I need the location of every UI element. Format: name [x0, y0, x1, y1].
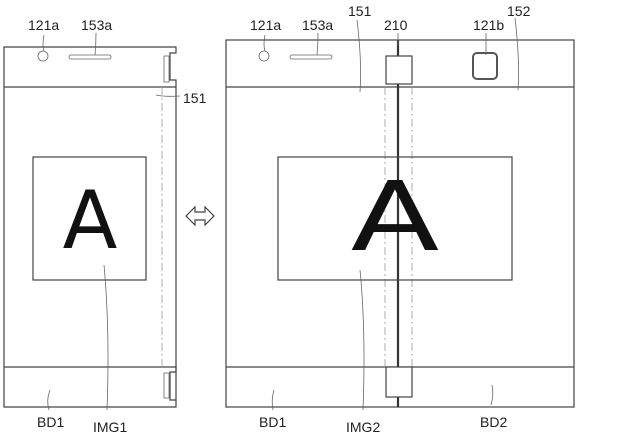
speaker-slot: [289, 54, 333, 60]
double-arrow-icon: [185, 205, 215, 227]
right-device: A 121a 153a 151 210 121b 152 BD1 IMG2 BD…: [225, 3, 575, 435]
image-img1: [32, 156, 147, 281]
speaker-slot: [68, 54, 112, 60]
image-img2: [277, 156, 513, 281]
label-bd2: BD2: [480, 414, 507, 430]
label-121a: 121a: [28, 17, 59, 33]
label-bd1: BD1: [259, 414, 286, 430]
label-152: 152: [507, 3, 531, 19]
image-letter: A: [63, 174, 118, 267]
label-151: 151: [348, 3, 372, 19]
label-bd1: BD1: [37, 414, 64, 430]
camera-icon: [37, 50, 49, 62]
label-121b: 121b: [473, 17, 504, 33]
label-121a: 121a: [250, 17, 281, 33]
label-210: 210: [384, 17, 408, 33]
hinge-bottom: [385, 366, 413, 398]
label-img2: IMG2: [346, 419, 380, 435]
hinge-top: [385, 55, 413, 85]
camera-icon: [258, 50, 270, 62]
label-151: 151: [183, 90, 207, 106]
label-153a: 153a: [302, 17, 333, 33]
image-letter: A: [351, 161, 440, 273]
label-153a: 153a: [81, 17, 112, 33]
label-img1: IMG1: [93, 419, 127, 435]
left-device: A 121a 153a 151 BD1 IMG1: [3, 17, 207, 435]
camera2-icon: [472, 52, 498, 80]
